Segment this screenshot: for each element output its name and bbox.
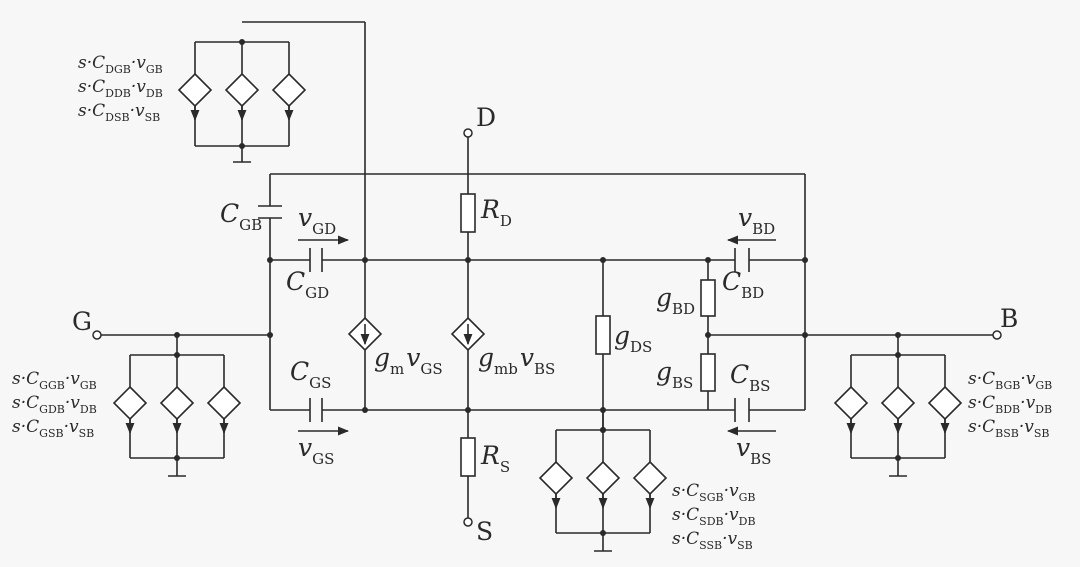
source-expression-label: s·CSGB·vGB bbox=[672, 481, 755, 504]
terminal-source-label: S bbox=[476, 517, 493, 546]
svg-text:CGB: CGB bbox=[220, 199, 262, 234]
capacitor-cbs: CBS bbox=[730, 360, 770, 422]
svg-text:gmvGS: gmvGS bbox=[374, 343, 443, 378]
diamond-source-icon bbox=[112, 385, 148, 421]
svg-text:vBS: vBS bbox=[736, 433, 771, 468]
dependent-current-source bbox=[632, 430, 668, 533]
dependent-current-source bbox=[112, 355, 148, 458]
dependent-current-source bbox=[159, 355, 195, 458]
junction-dots bbox=[174, 257, 901, 433]
svg-text:CGS: CGS bbox=[290, 357, 331, 392]
diamond-source-icon bbox=[159, 385, 195, 421]
source-expression-label: s·CBGB·vGB bbox=[968, 369, 1052, 392]
capacitor-cgb: CGB bbox=[220, 199, 282, 234]
dependent-current-source bbox=[585, 430, 621, 533]
source-expression-label: s·CGDB·vDB bbox=[12, 393, 97, 416]
svg-text:CBD: CBD bbox=[722, 267, 764, 302]
diamond-source-icon bbox=[632, 460, 668, 496]
dependent-current-source bbox=[833, 355, 869, 458]
voltage-vgd: vGD bbox=[298, 203, 350, 245]
source-expression-label: s·CBDB·vDB bbox=[968, 393, 1052, 416]
diamond-source-icon bbox=[585, 460, 621, 496]
svg-text:gmbvBS: gmbvBS bbox=[478, 343, 555, 378]
resistor-rd: RD bbox=[460, 193, 512, 233]
svg-text:gBS: gBS bbox=[656, 357, 693, 392]
source-expression-label: s·CGGB·vGB bbox=[12, 369, 97, 392]
terminal-drain-label: D bbox=[476, 103, 496, 132]
source-expression-label: s·CBSB·vSB bbox=[968, 417, 1050, 440]
capacitor-cgd: CGD bbox=[286, 248, 329, 302]
terminal-bulk: B bbox=[992, 304, 1018, 340]
svg-text:CGD: CGD bbox=[286, 267, 329, 302]
source-expression-label: s·CSSB·vSB bbox=[672, 529, 753, 552]
voltage-vgs: vGS bbox=[298, 426, 350, 468]
diamond-source-icon bbox=[927, 385, 963, 421]
svg-text:vBD: vBD bbox=[738, 203, 775, 238]
capacitor-cbd: CBD bbox=[722, 248, 764, 302]
svg-text:gDS: gDS bbox=[614, 321, 652, 356]
capacitor-cgs: CGS bbox=[290, 357, 331, 422]
diamond-source-icon bbox=[271, 72, 307, 108]
terminal-gate-label: G bbox=[72, 307, 92, 336]
conductance-gds: gDS bbox=[595, 315, 652, 356]
voltage-vbd: vBD bbox=[726, 203, 776, 245]
diamond-source-icon bbox=[206, 385, 242, 421]
svg-text:RD: RD bbox=[480, 195, 512, 230]
ground-symbol bbox=[168, 458, 186, 477]
source-expression-label: s·CDSB·vSB bbox=[78, 101, 160, 124]
resistor-rs: RS bbox=[460, 437, 510, 477]
terminal-source: S bbox=[463, 517, 493, 546]
ground-symbol bbox=[889, 458, 907, 477]
ground-symbol bbox=[233, 146, 251, 163]
svg-text:RS: RS bbox=[480, 441, 510, 476]
dependent-source-gmb: gmbvBS bbox=[450, 316, 555, 378]
terminal-gate: G bbox=[72, 307, 102, 340]
dependent-current-source bbox=[927, 355, 963, 458]
wires bbox=[101, 21, 993, 518]
diamond-source-icon bbox=[177, 72, 213, 108]
dependent-current-source bbox=[538, 430, 574, 533]
terminal-bulk-label: B bbox=[1000, 304, 1018, 333]
svg-text:gBD: gBD bbox=[656, 283, 695, 318]
diamond-source-icon bbox=[538, 460, 574, 496]
dependent-current-source bbox=[271, 42, 307, 146]
diamond-source-icon bbox=[833, 385, 869, 421]
terminal-drain: D bbox=[463, 103, 496, 138]
dependent-current-source bbox=[224, 42, 260, 146]
voltage-vbs: vBS bbox=[726, 426, 776, 468]
diamond-source-icon bbox=[224, 72, 260, 108]
source-expression-label: s·CSDB·vDB bbox=[672, 505, 756, 528]
source-expression-label: s·CDDB·vDB bbox=[78, 77, 163, 100]
dependent-current-source bbox=[880, 355, 916, 458]
svg-text:vGS: vGS bbox=[298, 433, 334, 468]
diamond-source-icon bbox=[880, 385, 916, 421]
ground-symbol bbox=[594, 533, 612, 552]
dependent-current-source bbox=[177, 42, 213, 146]
svg-text:CBS: CBS bbox=[730, 360, 770, 395]
conductance-gbs: gBS bbox=[656, 353, 716, 392]
dependent-source-gm: gmvGS bbox=[347, 316, 443, 378]
source-expression-label: s·CGSB·vSB bbox=[12, 417, 94, 440]
dependent-current-source bbox=[206, 355, 242, 458]
conductance-gbd: gBD bbox=[656, 279, 716, 318]
source-expression-label: s·CDGB·vGB bbox=[78, 53, 163, 76]
svg-text:vGD: vGD bbox=[298, 203, 336, 238]
